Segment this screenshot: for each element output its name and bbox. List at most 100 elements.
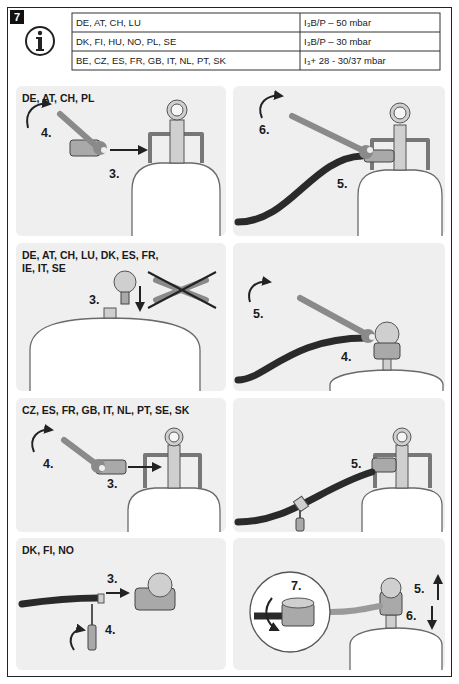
cylinder-scene — [361, 329, 375, 343]
table-cell: I₃+ 28 - 30/37 mbar — [304, 52, 386, 70]
cylinder-scene — [132, 163, 220, 236]
panel-ground — [233, 243, 445, 391]
cylinder-scene — [128, 488, 220, 532]
cylinder-scene — [362, 488, 442, 532]
cylinder-scene — [238, 156, 362, 222]
cylinder-scene — [168, 445, 180, 488]
cylinder-scene — [300, 298, 366, 334]
cylinder-scene — [260, 96, 282, 118]
step-panel: DE, AT, CH, PL 4. 3. — [16, 86, 226, 236]
cylinder-scene — [139, 286, 141, 310]
panel-ground — [233, 398, 445, 532]
country-heading: DE, AT, CH, PL — [22, 92, 94, 105]
cylinder-scene — [238, 338, 366, 380]
table-cell: DE, AT, CH, LU — [76, 14, 141, 32]
cylinder-scene — [330, 370, 443, 391]
hose-scene — [106, 592, 128, 594]
step-number: 4. — [42, 456, 54, 472]
cylinder-scene — [437, 576, 439, 600]
cylinder-scene — [104, 308, 116, 318]
cylinder-scene — [431, 606, 433, 628]
panel-ground — [16, 243, 226, 391]
cylinder-scene — [372, 458, 396, 472]
table-cell: I₃B/P – 50 mbar — [304, 14, 371, 32]
cylinder-scene — [128, 466, 160, 468]
step-number: 5. — [336, 176, 348, 192]
page-frame — [10, 10, 24, 24]
panel-ground — [16, 398, 226, 532]
cylinder-scene — [367, 147, 373, 153]
step-number: 5. — [350, 456, 362, 472]
step-number: 3. — [106, 476, 118, 492]
cylinder-scene — [110, 149, 146, 151]
cylinder-scene — [238, 96, 442, 236]
page-frame — [8, 8, 452, 677]
step-number: 3. — [88, 292, 100, 308]
cylinder-scene — [238, 428, 442, 532]
cylinder-scene — [32, 428, 220, 532]
info-table — [72, 13, 440, 70]
step-number: 3. — [106, 571, 118, 587]
cylinder-scene — [393, 428, 411, 446]
table-cell: BE, CZ, ES, FR, GB, IT, NL, PT, SK — [76, 52, 226, 70]
cylinder-scene — [369, 334, 375, 340]
cylinder-scene — [266, 598, 278, 630]
info-table — [300, 13, 301, 70]
cylinder-scene — [27, 100, 220, 236]
cylinder-scene — [64, 440, 96, 464]
country-heading: DE, AT, CH, LU, DK, ES, FR, IE, IT, SE — [22, 249, 172, 275]
step-number: 7. — [290, 578, 302, 594]
country-heading: DK, FI, NO — [22, 544, 74, 557]
hose-scene — [71, 630, 84, 650]
cylinder-scene — [30, 271, 216, 391]
step-panel: 7. 5. 6. — [233, 538, 445, 670]
step-number: 4. — [40, 125, 52, 141]
panel-ground — [233, 86, 445, 236]
panel-ground — [16, 538, 226, 670]
step-number: 5. — [413, 581, 425, 597]
cylinder-scene — [350, 628, 442, 670]
cylinder-scene — [99, 465, 105, 471]
cylinder-scene — [375, 322, 399, 346]
country-heading: CZ, ES, FR, GB, IT, NL, PT, SE, SK — [22, 404, 189, 417]
figure-number: 7 — [10, 10, 24, 24]
info-table — [72, 13, 440, 70]
step-number: 3. — [108, 166, 120, 182]
step-panel: 5.4. — [233, 243, 445, 391]
cylinder-scene — [359, 145, 373, 159]
hose-scene — [98, 594, 104, 603]
hose-scene — [88, 625, 96, 650]
step-panel: 5. — [233, 398, 445, 532]
cylinder-scene — [114, 271, 136, 293]
step-panel: CZ, ES, FR, GB, IT, NL, PT, SE, SK 4. 3. — [16, 398, 226, 532]
cylinder-scene — [250, 572, 442, 670]
info-icon — [36, 37, 44, 51]
info-icon — [26, 27, 54, 55]
cylinder-scene — [171, 104, 183, 116]
cylinder-scene — [299, 510, 301, 518]
cylinder-scene — [250, 572, 330, 652]
cylinder-scene — [374, 343, 400, 359]
cylinder-scene — [292, 116, 362, 150]
cylinder-scene — [60, 114, 96, 146]
cylinder-scene — [249, 282, 270, 302]
step-panel: 6.5. — [233, 86, 445, 236]
table-cell: I₃B/P – 30 mbar — [304, 33, 371, 51]
cylinder-scene — [121, 292, 129, 304]
panel-ground — [16, 86, 445, 670]
cylinder-scene — [386, 615, 396, 628]
cylinder-scene — [238, 282, 443, 391]
page-frame — [8, 8, 452, 677]
step-number: 6. — [405, 608, 417, 624]
info-table — [72, 32, 440, 33]
cylinder-scene — [238, 472, 372, 522]
hose-scene — [91, 604, 93, 625]
step-panel: DK, FI, NO3.4. — [16, 538, 226, 670]
cylinder-scene — [148, 272, 216, 308]
step-number: 5. — [252, 306, 264, 322]
cylinder-scene — [93, 141, 107, 155]
cylinder-scene — [390, 103, 410, 123]
cylinder-scene — [165, 428, 183, 446]
info-icon — [38, 31, 42, 35]
cylinder-scene — [358, 170, 442, 236]
